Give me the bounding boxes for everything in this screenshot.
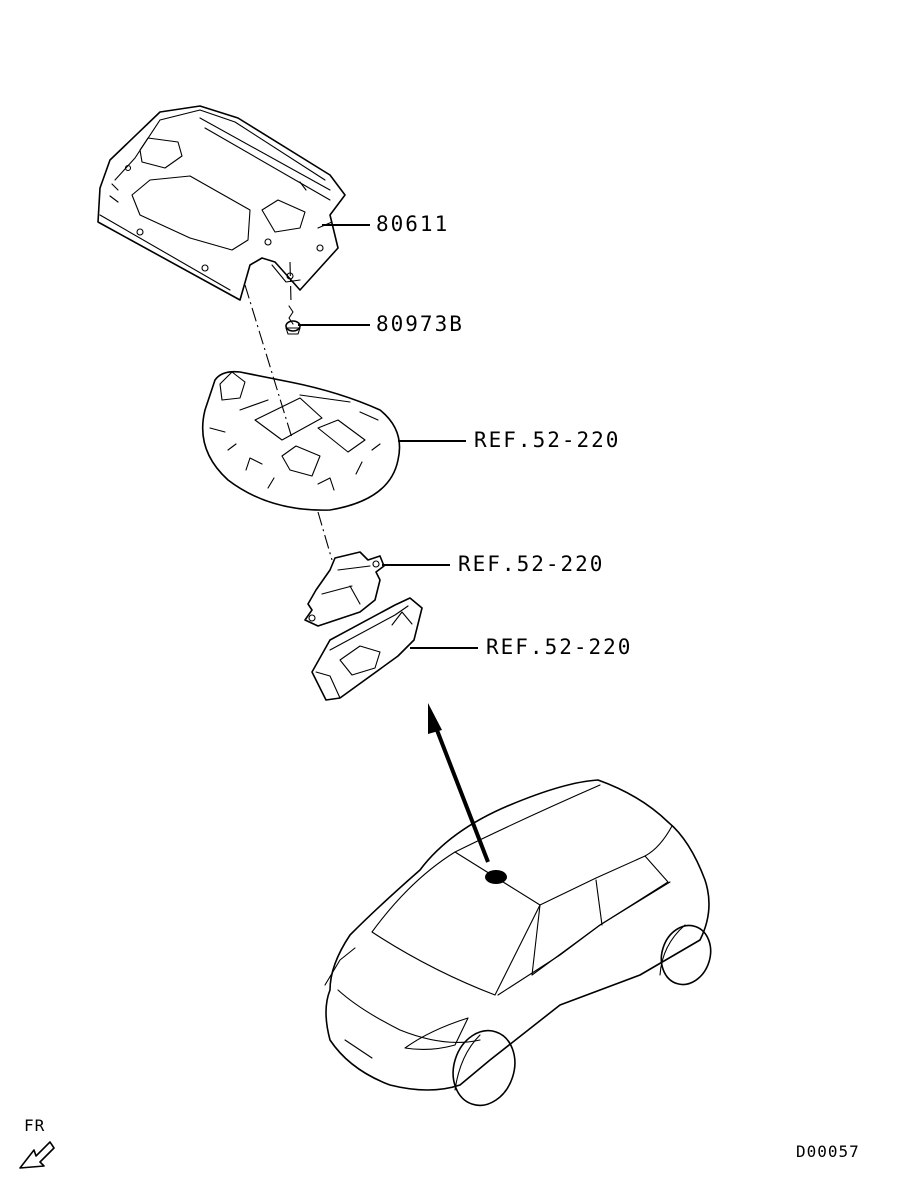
diagram-code: D00057 [796,1142,860,1161]
lamp-switch-unit [304,551,385,627]
clip-80973b [285,305,301,335]
room-lamp-location-marker [485,870,507,884]
callout-ref-lamp: REF.52-220 [474,428,621,452]
roof-panel-80611 [97,105,346,301]
callout-80611: 80611 [376,212,450,236]
room-lamp-housing [201,370,401,511]
location-arrow [428,703,490,863]
callout-ref-unit: REF.52-220 [458,552,605,576]
front-direction-icon [19,1141,55,1169]
front-label: FR [24,1116,46,1135]
callout-80973b: 80973B [376,312,464,336]
guide-line-lamp-to-unit [317,511,333,561]
guide-line-panel-to-clip [289,261,292,303]
lamp-cover [311,597,423,701]
callout-ref-cover: REF.52-220 [486,635,633,659]
guide-line-panel-to-lamp [244,284,293,439]
car-outline [324,779,712,1107]
